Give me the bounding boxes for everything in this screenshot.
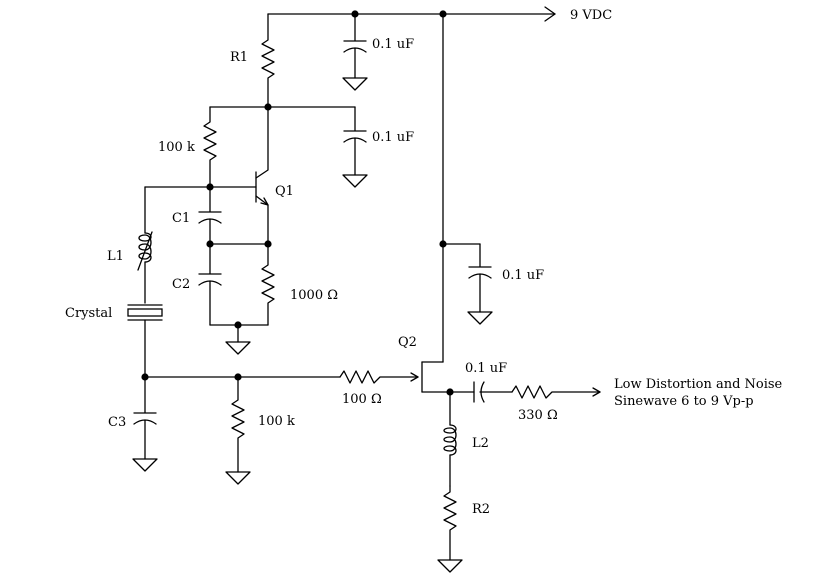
cap-q2-supply	[467, 243, 493, 325]
supply-rail	[267, 6, 556, 22]
r1-label: R1	[230, 50, 248, 65]
l2-label: L2	[472, 436, 489, 451]
r-emitter-resistor	[261, 243, 275, 326]
c3-label: C3	[108, 415, 126, 430]
l1-label: L1	[107, 249, 124, 264]
q2-supply	[439, 13, 481, 363]
cap-q2-supply-label: 0.1 uF	[502, 268, 544, 283]
q1-label: Q1	[275, 184, 294, 199]
l2-inductor	[443, 391, 457, 487]
bottom-node	[141, 373, 341, 381]
r-base-bias-label: 100 k	[258, 414, 295, 429]
cap-mid-label: 0.1 uF	[372, 130, 414, 145]
c1-capacitor	[198, 186, 222, 245]
cap-mid	[342, 106, 368, 188]
emitter-ground	[209, 321, 269, 355]
q1-transistor	[209, 106, 269, 245]
r-base-bias-resistor	[225, 376, 251, 485]
output-line-2: Sinewave 6 to 9 Vp-p	[614, 394, 754, 409]
q2-transistor	[421, 361, 451, 393]
crystal-label: Crystal	[65, 306, 112, 321]
r-bias-label: 100 k	[158, 140, 195, 155]
r-base-resistor	[339, 370, 419, 384]
node-r1-bottom	[209, 103, 356, 111]
c3-capacitor	[132, 376, 158, 472]
r2-label: R2	[472, 502, 490, 517]
r-bias-resistor	[203, 106, 217, 188]
q2-label: Q2	[398, 335, 417, 350]
crystal	[127, 304, 163, 378]
r1-resistor	[261, 13, 275, 108]
supply-label: 9 VDC	[570, 8, 612, 23]
cap-out-label: 0.1 uF	[465, 361, 507, 376]
r-emitter-label: 1000 Ω	[290, 288, 338, 303]
c2-capacitor	[198, 243, 222, 326]
r2-resistor	[437, 485, 463, 573]
cap-out	[473, 381, 513, 403]
output-line-1: Low Distortion and Noise	[614, 377, 783, 392]
cap-top	[342, 13, 368, 91]
emitter-node	[206, 240, 272, 248]
cap-top-label: 0.1 uF	[372, 37, 414, 52]
r-out-resistor	[511, 385, 601, 399]
c1-label: C1	[172, 211, 190, 226]
r-base-label: 100 Ω	[342, 392, 382, 407]
r-out-label: 330 Ω	[518, 408, 558, 423]
base-node	[144, 183, 214, 191]
c2-label: C2	[172, 277, 190, 292]
l1-inductor	[137, 186, 153, 304]
